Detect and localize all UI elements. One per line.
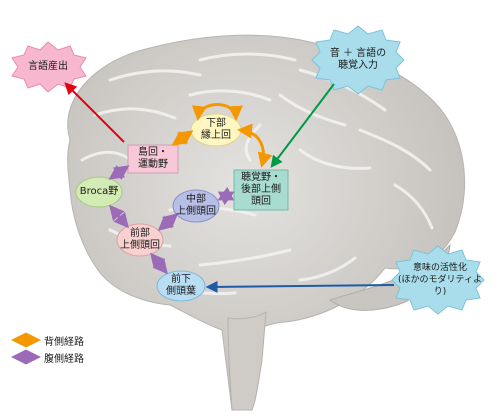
broca-label: Broca野 (79, 186, 119, 197)
ventral-arrow-middle-to-anterior-stg (157, 213, 179, 231)
ventral-arrow-auditory-to-middle-stg (217, 186, 235, 206)
brainstem-shape (227, 311, 267, 411)
input-arrow-blue (205, 280, 395, 293)
legend-ventral-label: 腹側経路 (44, 354, 84, 365)
semantic-activation-label: 意味の活性化 (ほかのモダリティより) (398, 263, 482, 297)
brain-illustration (67, 34, 466, 411)
anterior-stg-ellipse (116, 223, 164, 257)
dorsal-arrow-auditory-to-supramarginal (237, 123, 273, 168)
input-arrow-green (270, 83, 335, 168)
cerebrum-shape (67, 34, 466, 411)
auditory-posterior-stg-label: 聴覚野・ 後部上側 頭回 (241, 172, 281, 207)
legend-dorsal-label: 背側経路 (44, 337, 84, 348)
ventral-arrow-broca-to-anterior-stg (109, 204, 129, 229)
middle-stg-label: 中部 上側頭回 (176, 194, 216, 217)
auditory-input-burst (311, 25, 405, 95)
dorsal-arrow-supramarginal-to-insula (171, 130, 194, 146)
output-arrow-red (64, 82, 125, 143)
broca-ellipse (75, 176, 123, 208)
anterior-inferior-temporal-label: 前下 側頭葉 (166, 274, 196, 297)
speech-output-label: 言語産出 (28, 61, 68, 72)
speech-output-burst (11, 41, 87, 93)
anterior-stg-label: 前部 上側頭回 (120, 228, 160, 251)
semantic-activation-burst (391, 245, 485, 315)
middle-stg-ellipse (172, 189, 220, 223)
dorsal-arrow-supramarginal-loop (191, 103, 243, 121)
anterior-inferior-temporal-ellipse (156, 270, 206, 302)
inferior-supramarginal-label: 下部 縁上回 (201, 118, 231, 141)
insula-motor-label: 島回・ 運動野 (138, 147, 168, 170)
auditory-input-label: 音 ＋ 言語の 聴覚入力 (329, 48, 387, 71)
cerebellum-shape (328, 243, 451, 311)
ventral-arrow-broca-to-insula (108, 165, 130, 180)
insula-motor-box (127, 144, 179, 174)
ventral-arrow-anterior-stg-to-inferior (150, 252, 168, 275)
dorsal-pathway-arrows (171, 103, 273, 168)
auditory-posterior-stg-box (233, 169, 289, 211)
ventral-pathway-arrows (108, 165, 235, 275)
